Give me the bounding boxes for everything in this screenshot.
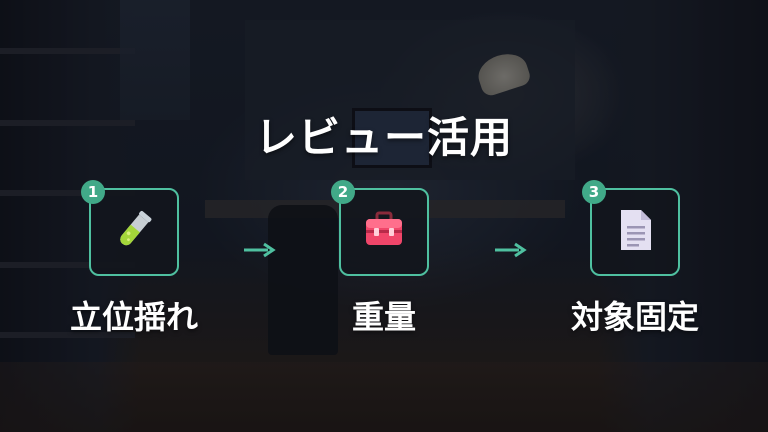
toolbox-icon [360, 206, 408, 258]
step-2-label: 重量 [351, 298, 416, 336]
step-3-label: 対象固定 [570, 298, 699, 336]
monitor [352, 108, 432, 168]
step-1-badge: 1 [81, 180, 105, 204]
chair [268, 205, 338, 355]
document-icon [613, 206, 657, 258]
step-3-badge: 3 [582, 180, 606, 204]
floor [0, 362, 768, 432]
step-2-badge: 2 [331, 180, 355, 204]
step-1-label: 立位揺れ [69, 298, 198, 336]
test-tube-icon [110, 206, 158, 258]
slide-title: レビュー活用 [254, 113, 513, 162]
window [120, 0, 190, 120]
step-2-card: 2 [331, 180, 429, 276]
arrow-right-icon [244, 242, 276, 258]
arrow-right-icon [495, 242, 527, 258]
step-1-card: 1 [81, 180, 179, 276]
step-3-card: 3 [582, 180, 680, 276]
